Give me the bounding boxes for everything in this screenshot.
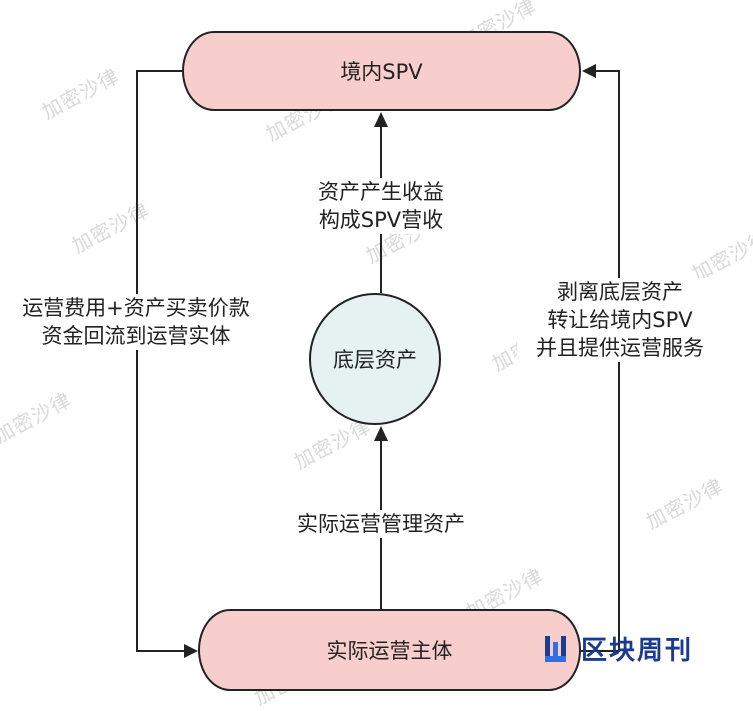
brand-text: 区块周刊 [581,636,694,666]
edge-label-line: 剥离底层资产 [557,280,683,304]
arrowhead-icon [582,64,596,78]
brand-logo-icon [543,632,577,666]
edge-label-line: 运营费用+资产买卖价款 [22,296,250,320]
edge-label-line: 并且提供运营服务 [536,336,704,360]
entity-to-asset-label: 实际运营管理资产 [283,510,479,538]
asset-to-spv-label: 资产产生收益 构成SPV营收 [306,178,456,234]
arrowhead-icon [374,426,388,441]
underlying-asset-label: 底层资产 [333,348,417,372]
edge-label-line: 资金回流到运营实体 [41,324,231,348]
left-flow-line [136,70,186,652]
arrowhead-icon [374,112,388,127]
edge-label-line: 实际运营管理资产 [297,512,465,536]
edge-label-line: 资产产生收益 [318,180,444,204]
arrowhead-icon [184,644,198,658]
right-flow-label: 剥离底层资产 转让给境内SPV 并且提供运营服务 [517,278,723,362]
spv-node: 境内SPV [182,31,581,111]
spv-node-label: 境内SPV [340,60,423,84]
operating-entity-node: 实际运营主体 [198,609,581,691]
edge-label-line: 构成SPV营收 [318,208,444,232]
left-flow-label: 运营费用+资产买卖价款 资金回流到运营实体 [6,294,266,350]
operating-entity-label: 实际运营主体 [326,639,453,663]
underlying-asset-node: 底层资产 [309,293,441,425]
brand-mark: 区块周刊 [543,630,693,667]
edge-label-line: 转让给境内SPV [547,308,693,332]
